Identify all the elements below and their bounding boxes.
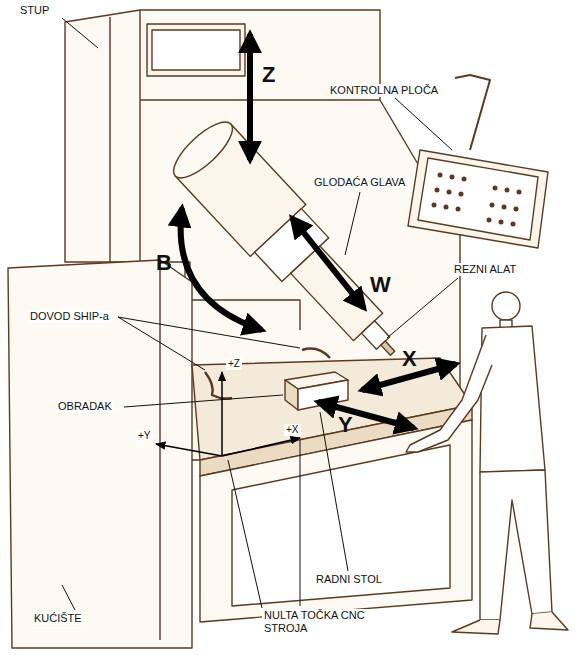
axis-sign: +Z: [226, 358, 242, 370]
part-label: OBRADAK: [56, 400, 114, 413]
part-label: STUP: [18, 4, 51, 17]
axis-sign: +X: [284, 424, 301, 436]
part-label: KUĆIŠTE: [32, 612, 84, 625]
axis-letter: W: [368, 272, 393, 297]
part-label: RADNI STOL: [314, 573, 384, 586]
part-label: REZNI ALAT: [452, 263, 518, 276]
part-label: KONTROLNA PLOČA: [328, 84, 440, 97]
axis-letter: X: [400, 346, 419, 371]
part-label: GLODAĆA GLAVA: [312, 176, 407, 189]
part-label: DOVOD SHIP-a: [28, 310, 111, 323]
axis-letter: Y: [336, 412, 355, 437]
axis-sign: +Y: [136, 430, 153, 442]
part-label: NULTA TOČKA CNC STROJA: [262, 609, 388, 634]
axis-letter: Z: [260, 62, 277, 87]
axis-letter: B: [154, 250, 174, 275]
